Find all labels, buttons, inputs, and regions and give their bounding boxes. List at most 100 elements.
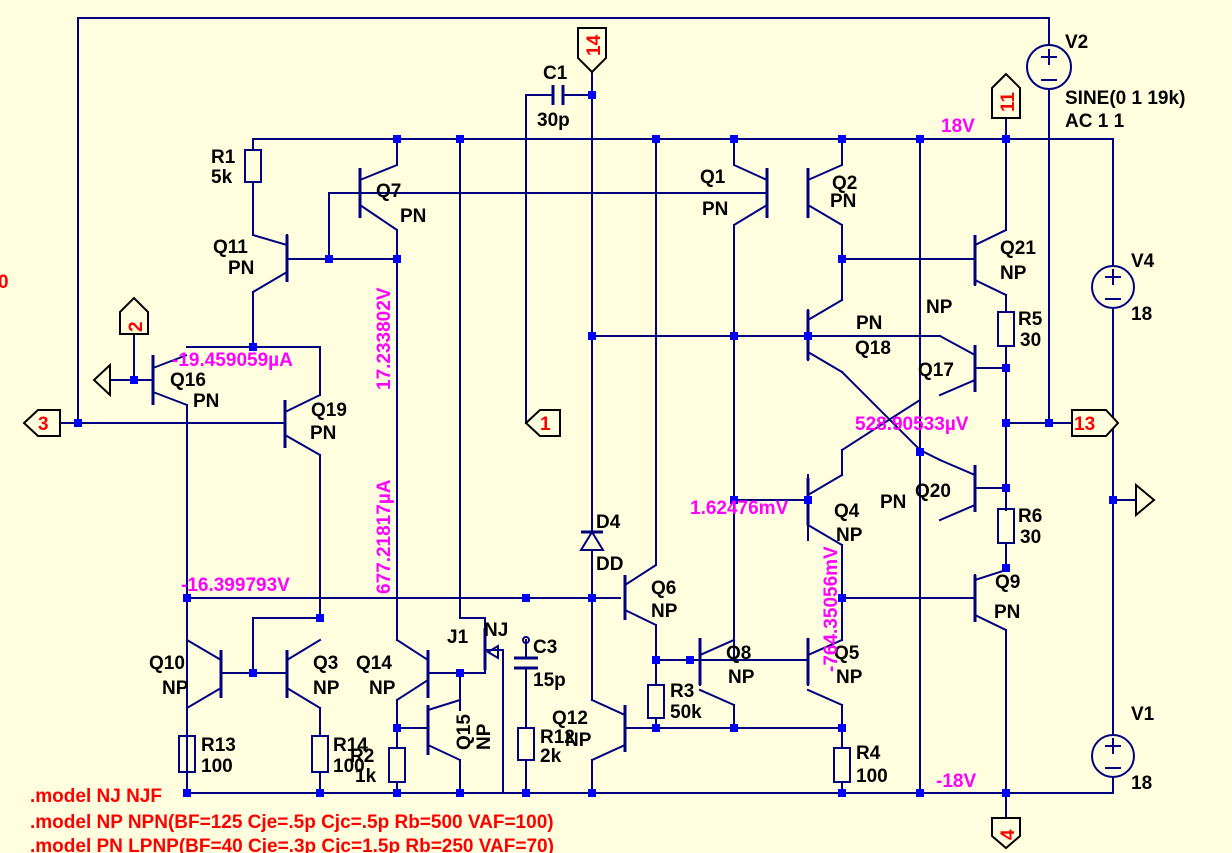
resistor-r2 (388, 747, 406, 783)
q17-value: NP (926, 297, 953, 318)
q1-name: Q1 (700, 167, 726, 188)
r5-name: R5 (1018, 309, 1043, 330)
q2-value: PN (830, 191, 856, 212)
pin-14[interactable]: 14 (577, 27, 607, 74)
capacitors (514, 85, 565, 670)
v4-value: 18 (1131, 304, 1152, 325)
diode-d4 (579, 530, 605, 551)
v2-value1: SINE(0 1 19k) (1065, 88, 1185, 109)
q12-name: Q12 (552, 708, 588, 729)
d4-name: D4 (596, 512, 621, 533)
resistor-r4 (833, 747, 851, 783)
annotation-v-bias: -16.399793V (181, 575, 290, 596)
q17-name: Q17 (918, 360, 954, 381)
r6-name: R6 (1018, 506, 1042, 527)
v2-value2: AC 1 1 (1065, 111, 1125, 132)
d4-value: DD (596, 554, 623, 575)
q6-name: Q6 (651, 578, 676, 599)
pin-3-label: 3 (38, 414, 49, 435)
resistor-r13 (178, 735, 196, 773)
resistor-r12 (517, 727, 535, 761)
ground-symbols (92, 362, 1156, 518)
r2-name: R2 (350, 746, 374, 767)
pin-2[interactable]: 2 (119, 296, 149, 335)
q16-name: Q16 (170, 370, 206, 391)
q7-value: PN (400, 206, 426, 227)
annotation-i-out: 528.90533µV (855, 414, 969, 435)
r1-value: 5k (211, 167, 233, 188)
resistor-r5 (997, 311, 1015, 347)
q5-value: NP (836, 667, 863, 688)
q1-value: PN (702, 199, 728, 220)
annotation-v-q4: 1.62476mV (690, 498, 789, 519)
q16-value: PN (193, 391, 219, 412)
q18-value: PN (856, 313, 882, 334)
r2-value: 1k (355, 766, 377, 787)
jfet-j1 (483, 628, 499, 670)
c1-value: 30p (537, 110, 570, 131)
transistor-legs (130, 164, 843, 761)
pin-2-label: 2 (126, 321, 147, 332)
annotation-pos-rail: 18V (941, 116, 975, 137)
q11-value: PN (228, 258, 254, 279)
v1-value: 18 (1131, 773, 1152, 794)
pin-3[interactable]: 3 (22, 409, 61, 437)
r4-name: R4 (856, 743, 881, 764)
pin-4-label: 4 (998, 829, 1019, 840)
q10-value: NP (162, 678, 189, 699)
q9-value: PN (994, 602, 1020, 623)
pin-11-label: 11 (998, 91, 1019, 112)
q21-value: NP (1000, 263, 1027, 284)
annotation-neg-rail: -18V (936, 771, 976, 792)
q9-name: Q9 (995, 572, 1020, 593)
q14-name: Q14 (356, 653, 392, 674)
r4-value: 100 (856, 766, 888, 787)
pin-13[interactable]: 13 (1071, 409, 1120, 437)
resistor-r14 (311, 735, 329, 773)
annotation-v-q5: -764.35056mV (821, 546, 842, 672)
r6-value: 30 (1020, 527, 1041, 548)
r3-value: 50k (670, 702, 702, 723)
q4-name: Q4 (834, 501, 860, 522)
q6-value: NP (651, 601, 678, 622)
c1-name: C1 (543, 63, 568, 84)
q3-name: Q3 (313, 653, 338, 674)
pin-11[interactable]: 11 (991, 72, 1021, 119)
resistors (178, 149, 1015, 783)
q12-value: NP (565, 730, 592, 751)
pin-4[interactable]: 4 (991, 817, 1021, 850)
pin-1[interactable]: 1 (524, 409, 561, 437)
q11-name: Q11 (213, 237, 248, 258)
resistor-r1 (244, 149, 262, 183)
r14-value: 100 (333, 756, 365, 777)
q18-name: Q18 (855, 338, 891, 359)
annotation-i-q16: -19.459059µA (172, 350, 293, 371)
pin-14-label: 14 (584, 34, 605, 56)
r12-value: 2k (540, 746, 562, 767)
v2-name: V2 (1065, 32, 1088, 53)
r13-value: 100 (201, 756, 233, 777)
c3-name: C3 (533, 637, 557, 658)
q15-value: NP (474, 723, 495, 750)
junction-dots (74, 91, 1117, 797)
resistor-r6 (997, 508, 1015, 544)
transistor-bodies (151, 168, 977, 755)
r3-name: R3 (670, 681, 694, 702)
q4-value: NP (836, 525, 863, 546)
resistor-r3 (647, 684, 665, 719)
pin-1-label: 1 (540, 414, 551, 435)
r5-value: 30 (1020, 330, 1041, 351)
annotation-i-mid: 677.21817µA (374, 479, 395, 594)
annotation-v-q7: 17.233802V (374, 287, 395, 390)
wires (59, 17, 1137, 819)
v1-name: V1 (1131, 704, 1155, 725)
q3-value: NP (313, 678, 340, 699)
q20-name: Q20 (915, 481, 951, 502)
directive-1: .model NP NPN(BF=125 Cje=.5p Cjc=.5p Rb=… (30, 812, 554, 833)
directive-2: .model PN LPNP(BF=40 Cje=.3p Cjc=1.5p Rb… (30, 836, 554, 853)
edge-label: 0 (0, 272, 9, 293)
q7-name: Q7 (376, 181, 401, 202)
c3-value: 15p (533, 670, 566, 691)
